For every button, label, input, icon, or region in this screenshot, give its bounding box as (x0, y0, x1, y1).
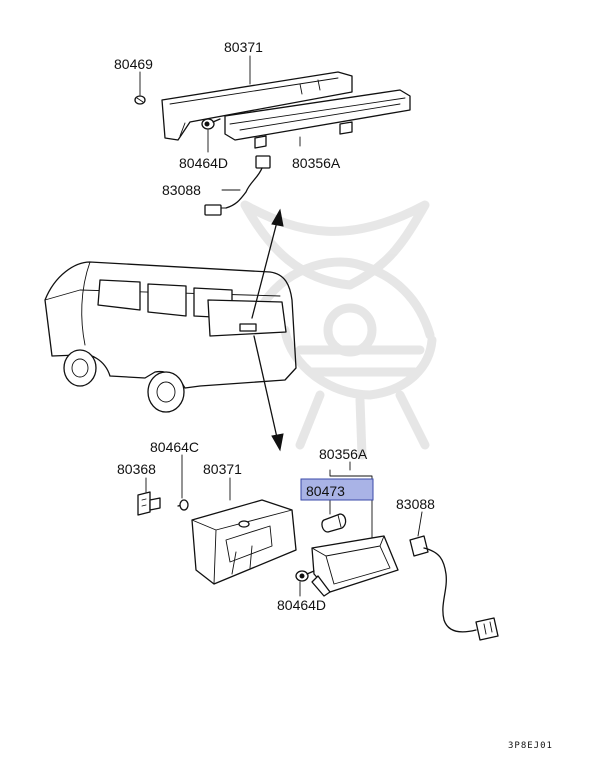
label-bottom-clip[interactable]: 80368 (117, 461, 156, 477)
top-screw-part (134, 95, 146, 105)
label-bottom-bolt-d[interactable]: 80464D (277, 597, 326, 613)
arrow-to-top-assembly (251, 208, 284, 319)
label-top-lamp-cover[interactable]: 80371 (224, 39, 263, 55)
arrow-to-bottom-assembly (253, 335, 284, 452)
watermark-emblem (240, 200, 437, 460)
leader-bottom-lamp-assy (329, 461, 373, 539)
label-bottom-bolt-c[interactable]: 80464C (150, 439, 199, 455)
top-lamp-cover (161, 71, 353, 141)
van-outline (44, 261, 297, 413)
label-bottom-bulb[interactable]: 80473 (306, 483, 345, 499)
label-top-harness[interactable]: 83088 (162, 182, 201, 198)
bottom-bolt-c-part (177, 499, 189, 511)
bottom-lamp-assembly (311, 535, 399, 597)
label-top-bolt[interactable]: 80464D (179, 155, 228, 171)
bottom-harness-part (409, 535, 499, 641)
top-lamp-assembly (224, 89, 411, 149)
label-bottom-lamp-assy[interactable]: 80356A (319, 446, 368, 462)
label-bottom-harness[interactable]: 83088 (396, 496, 435, 512)
top-bolt-part (201, 118, 221, 130)
bottom-bulb-part (321, 513, 347, 533)
label-top-lamp-assy[interactable]: 80356A (292, 155, 341, 171)
bottom-clip-part (137, 491, 161, 516)
bottom-bolt-d-part (295, 570, 315, 582)
bottom-lamp-cover (191, 499, 297, 585)
diagram-code: 3P8EJ01 (508, 741, 553, 751)
highlight-box-bulb (300, 478, 374, 501)
top-harness-part (204, 155, 271, 216)
label-top-screw[interactable]: 80469 (114, 56, 153, 72)
leader-bottom-harness (417, 511, 423, 537)
label-bottom-lamp-cover[interactable]: 80371 (203, 461, 242, 477)
